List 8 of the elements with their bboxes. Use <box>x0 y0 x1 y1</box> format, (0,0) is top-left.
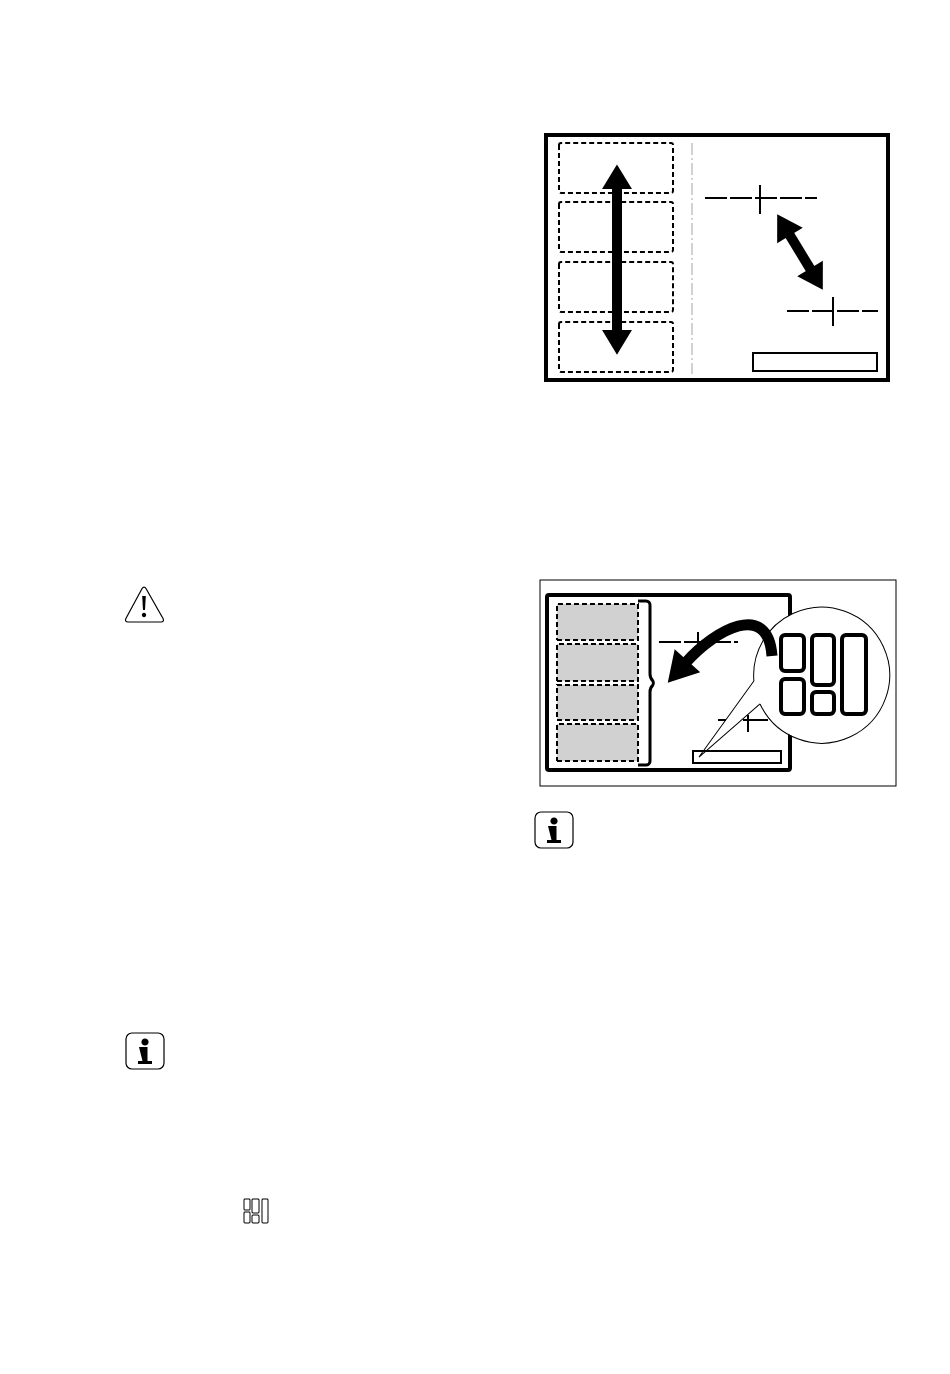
cooking-zone <box>556 603 639 641</box>
callout-wedge <box>698 680 761 758</box>
cooking-zone <box>556 684 639 721</box>
magnifier-circle <box>753 606 891 744</box>
brace <box>638 599 655 767</box>
cooking-zone <box>556 643 639 682</box>
display-panel <box>692 750 782 764</box>
cooking-zone <box>556 723 639 762</box>
